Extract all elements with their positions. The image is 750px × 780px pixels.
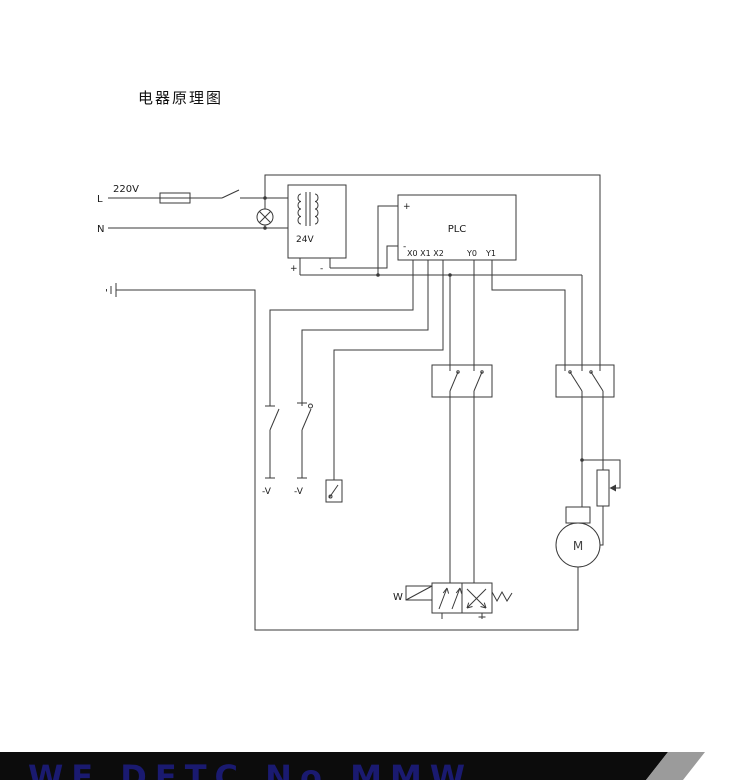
main-switch-blade [221,189,240,199]
transformer-primary-coil [297,193,302,225]
ground-symbol [106,283,117,297]
plc-box [397,194,517,261]
circuit-wires [108,174,621,631]
potentiometer [596,469,616,507]
pot-wiper-arrowhead [609,484,616,492]
wire-y1 [491,260,566,365]
wire-pot-wiper [582,459,621,489]
switch2-minus-v-label: -V [294,487,304,497]
indicator-lamp [256,208,274,226]
capacitor-box [565,506,591,524]
wire-plus-to-plc [377,205,398,275]
plc-label: PLC [448,224,467,235]
valve-coil-label: W [393,592,403,603]
plc-y0-label: Y0 [466,249,477,258]
wire-top-loop [264,174,601,365]
plc-minus-label: - [403,242,406,252]
transformer-plus-label: + [290,264,298,274]
footer-accent-shape [646,752,705,780]
transformer-box [287,184,347,259]
wire-pot-to-motor [600,506,604,546]
valve-square-left [431,582,463,614]
wire-return-loop [116,289,579,631]
valve-solenoid-coil [405,585,433,601]
footer-bar [0,752,668,780]
solenoid-valve [405,582,513,619]
voltage-220v-label: 220V [113,184,139,195]
valve-square-right [461,582,493,614]
wire-x1 [301,260,429,406]
motor-label: M [573,539,583,553]
wire-x0 [269,260,414,406]
plc-input-terminals-label: X0 X1 X2 [407,249,444,258]
junction-dots [263,196,584,462]
transformer-voltage-label: 24V [296,235,314,245]
wire-x2 [333,260,444,480]
plc-plus-label: + [403,202,411,212]
relay-block-right [555,364,615,398]
symbols [106,184,616,619]
valve-spring [491,590,513,603]
footer-clipped-text: WE DETC No.MMW [28,758,473,780]
motor-circle [555,522,601,568]
switch1-blade [269,408,280,431]
transformer-secondary-coil [314,193,319,225]
sensor-box [325,479,343,503]
diagram-title: 电器原理图 [138,89,223,107]
line-n-label: N [97,224,104,235]
wire-minus-to-plc [330,245,398,269]
line-l-label: L [97,194,103,205]
plc-y1-label: Y1 [485,249,496,258]
switch2-roller [308,403,313,409]
transformer-minus-label: - [320,264,323,274]
valve-solenoid-diagonal [405,585,433,601]
switch1-minus-v-label: -V [262,487,272,497]
switch2-blade [301,408,312,431]
relay-block-left [431,364,493,398]
fuse [159,192,191,204]
